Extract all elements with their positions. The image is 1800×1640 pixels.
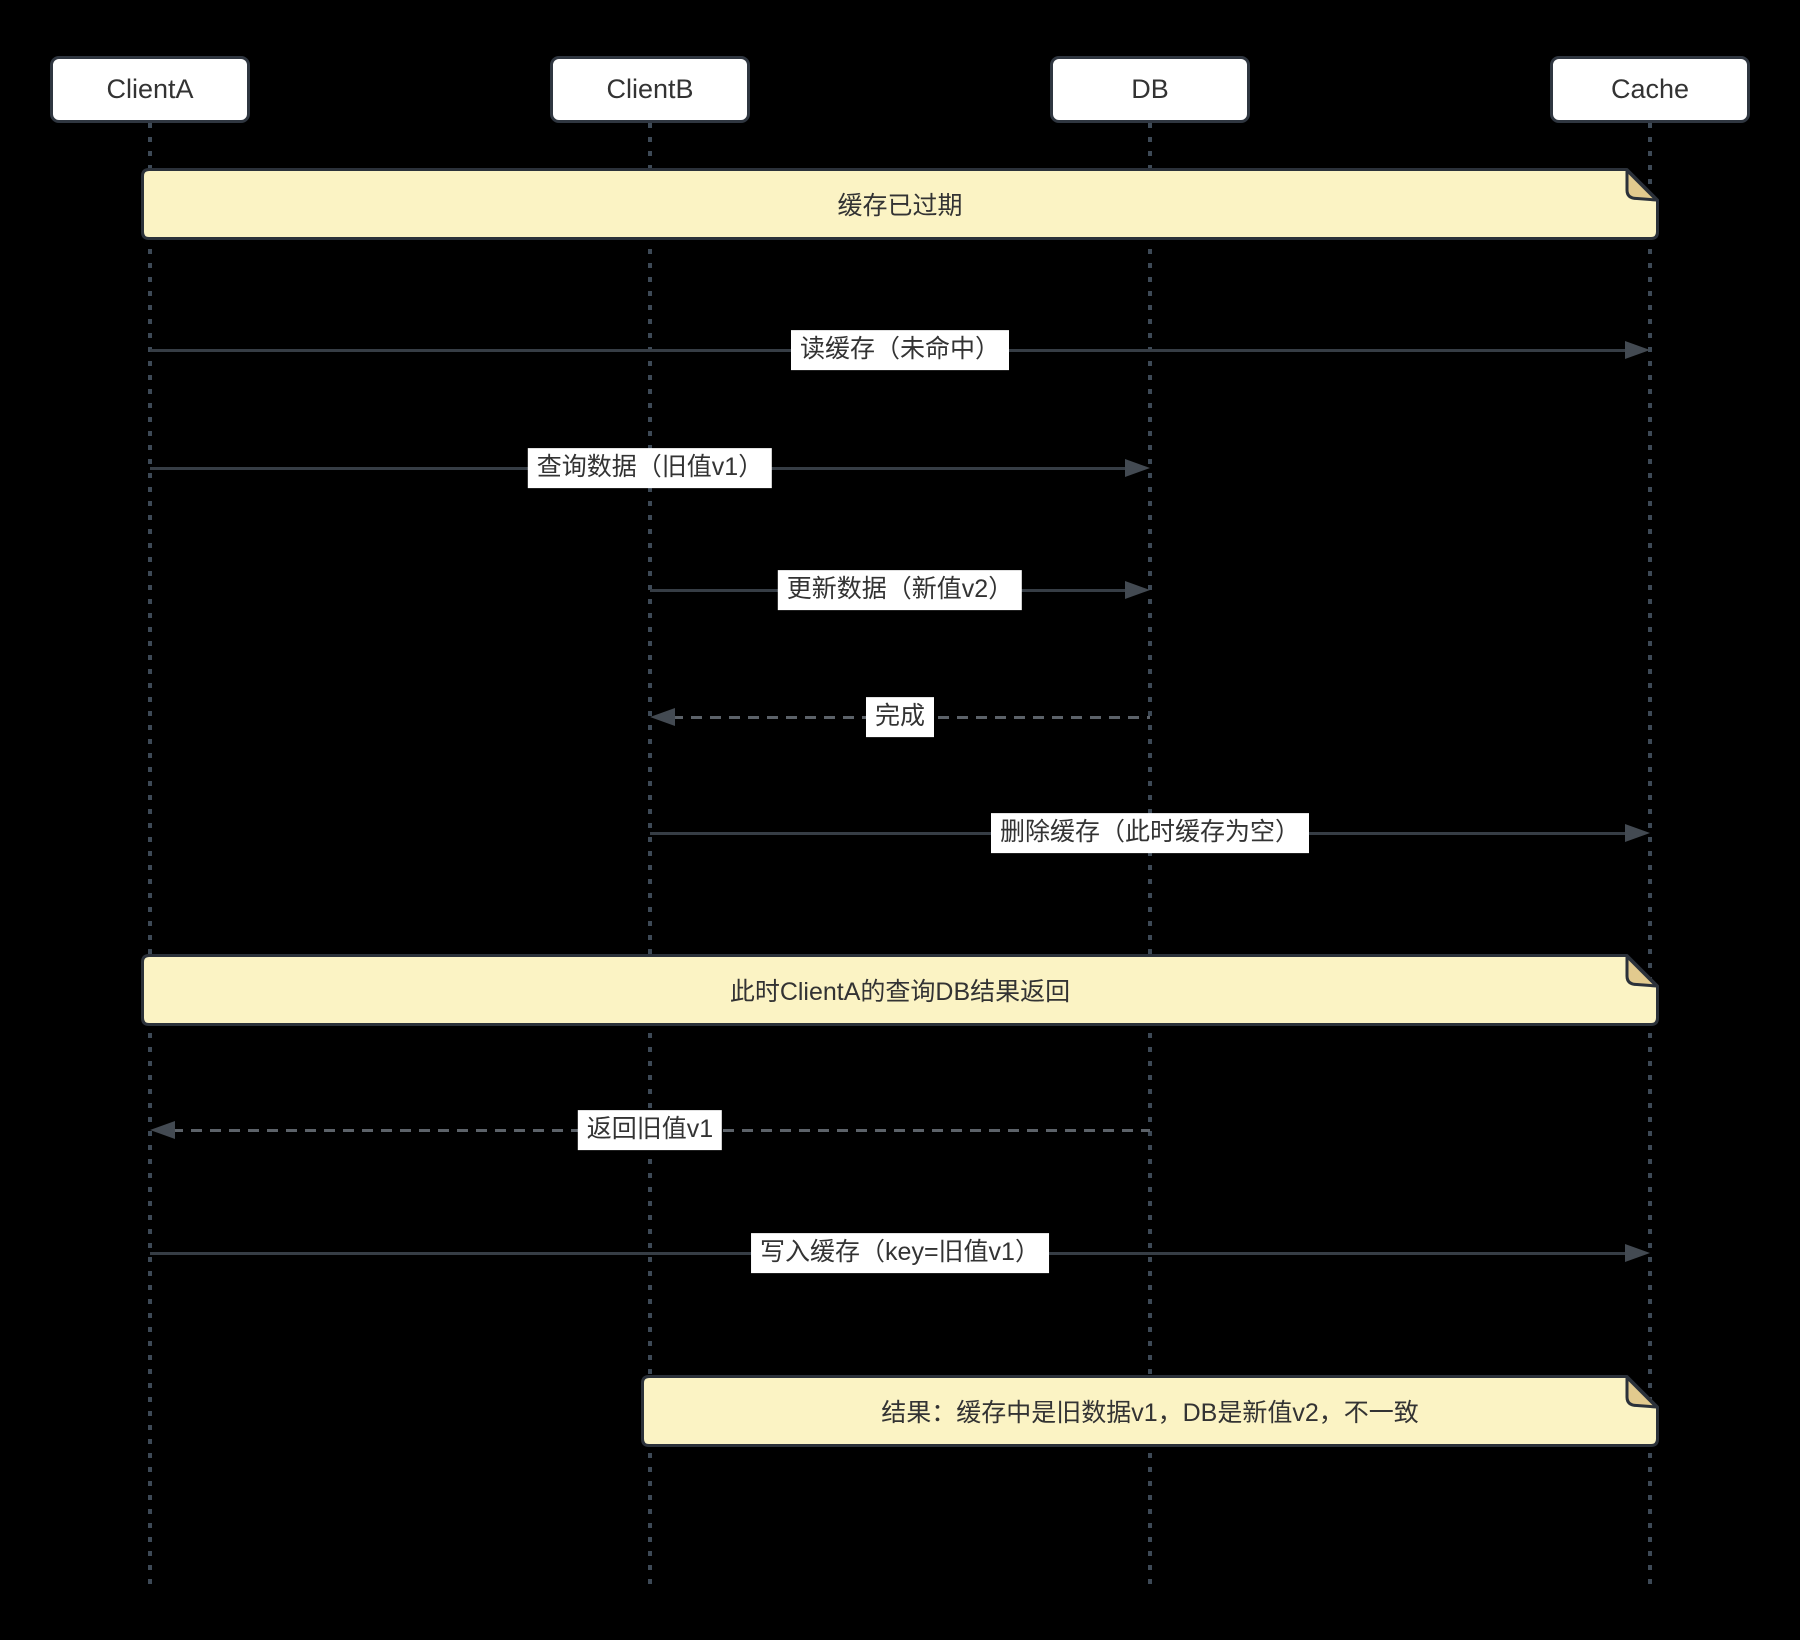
lifeline-db [1148, 123, 1152, 1586]
note-shape [141, 168, 1659, 240]
message-label: 更新数据（新值v2） [777, 570, 1023, 610]
note-fold-icon [1625, 1376, 1658, 1409]
note-fold-icon [1625, 955, 1658, 988]
arrowhead-right-icon [1625, 824, 1650, 842]
message-label: 完成 [865, 697, 935, 737]
lifeline-cache [1648, 123, 1652, 1586]
arrowhead-right-icon [1125, 581, 1150, 599]
note-text: 此时ClientA的查询DB结果返回 [729, 978, 1071, 1006]
participant-box-db: DB [1050, 56, 1250, 123]
message-label: 查询数据（旧值v1） [527, 448, 773, 488]
message-label: 读缓存（未命中） [790, 330, 1010, 370]
message-label: 写入缓存（key=旧值v1） [751, 1233, 1049, 1273]
note: 此时ClientA的查询DB结果返回 [141, 954, 1659, 1026]
message-label: 返回旧值v1 [577, 1110, 723, 1150]
arrowhead-right-icon [1625, 341, 1650, 359]
participant-box-clienta: ClientA [50, 56, 250, 123]
arrowhead-right-icon [1625, 1244, 1650, 1262]
arrowhead-left-icon [650, 708, 675, 726]
lifeline-clienta [148, 123, 152, 1586]
message-label: 删除缓存（此时缓存为空） [990, 813, 1310, 853]
arrowhead-left-icon [150, 1121, 175, 1139]
lifeline-clientb [648, 123, 652, 1586]
note-fold-icon [1625, 169, 1658, 202]
note-text: 结果：缓存中是旧数据v1，DB是新值v2，不一致 [881, 1399, 1419, 1427]
note-shape [141, 954, 1659, 1026]
note-text: 缓存已过期 [837, 192, 963, 220]
note: 结果：缓存中是旧数据v1，DB是新值v2，不一致 [641, 1375, 1659, 1447]
participant-box-clientb: ClientB [550, 56, 750, 123]
note-shape [641, 1375, 1659, 1447]
note: 缓存已过期 [141, 168, 1659, 240]
arrowhead-right-icon [1125, 459, 1150, 477]
participant-box-cache: Cache [1550, 56, 1750, 123]
